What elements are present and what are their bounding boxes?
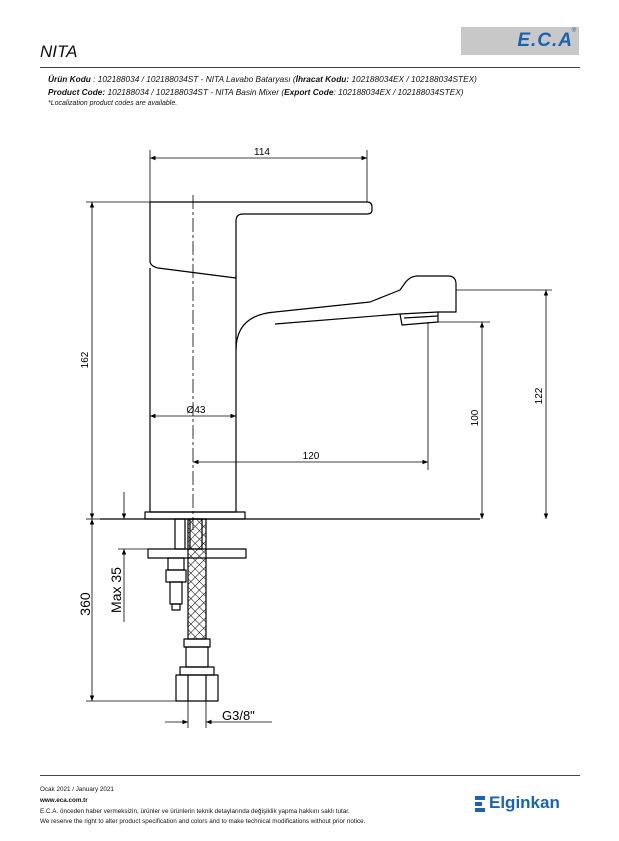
eca-logo: E.C.A ® xyxy=(461,27,579,55)
dim-spout-height-label: 100 xyxy=(470,409,481,426)
export-code-tr-value: 102188034EX / 102188034STEX) xyxy=(349,74,477,84)
footer-disclaimer-tr: E.C.A. önceden haber vermeksizin, ürünle… xyxy=(40,808,350,815)
product-code-tr-value: : 102188034 / 102188034ST - NITA Lavabo … xyxy=(90,74,296,84)
localization-note: *Localization product codes are availabl… xyxy=(48,100,178,107)
dim-width-label: 114 xyxy=(254,147,270,158)
export-code-en-value: : 102188034EX / 102188034STEX) xyxy=(333,87,464,97)
product-code-en-value: 102188034 / 102188034ST - NITA Basin Mix… xyxy=(105,87,285,97)
faucet-outline xyxy=(100,201,480,611)
footer-divider xyxy=(40,775,580,776)
dim-outlet-height-label: 122 xyxy=(534,387,545,404)
footer-disclaimer-en: We reserve the right to alter product sp… xyxy=(40,818,366,825)
dim-diameter-label: Ø43 xyxy=(187,405,206,416)
export-code-tr-label: İhracat Kodu: xyxy=(295,74,350,84)
dim-reach-label: 120 xyxy=(303,451,320,462)
dim-thread-label: G3/8" xyxy=(222,708,255,723)
elginkan-logo-text: Elginkan xyxy=(489,793,560,812)
product-code-tr-label: Ürün Kodu xyxy=(48,74,91,84)
export-code-en-label: Export Code xyxy=(284,87,334,97)
footer-website-link[interactable]: www.eca.com.tr xyxy=(40,797,88,804)
registered-mark-icon: ® xyxy=(571,28,576,34)
dim-height-total-label: 162 xyxy=(80,351,91,368)
dim-max-deck-label: Max 35 xyxy=(108,567,124,613)
page-title: NITA xyxy=(40,42,78,61)
eca-logo-text: E.C.A xyxy=(517,30,573,51)
product-code-en-label: Product Code: xyxy=(48,87,106,97)
product-code-en: Product Code: 102188034 / 102188034ST - … xyxy=(48,87,464,97)
elginkan-mark-icon xyxy=(475,796,485,812)
footer-date: Ocak 2021 / January 2021 xyxy=(40,786,114,793)
dim-hose-length-label: 360 xyxy=(77,592,93,616)
product-code-tr: Ürün Kodu : 102188034 / 102188034ST - NI… xyxy=(48,74,477,84)
braided-hose xyxy=(175,518,219,702)
header-divider xyxy=(40,67,580,68)
